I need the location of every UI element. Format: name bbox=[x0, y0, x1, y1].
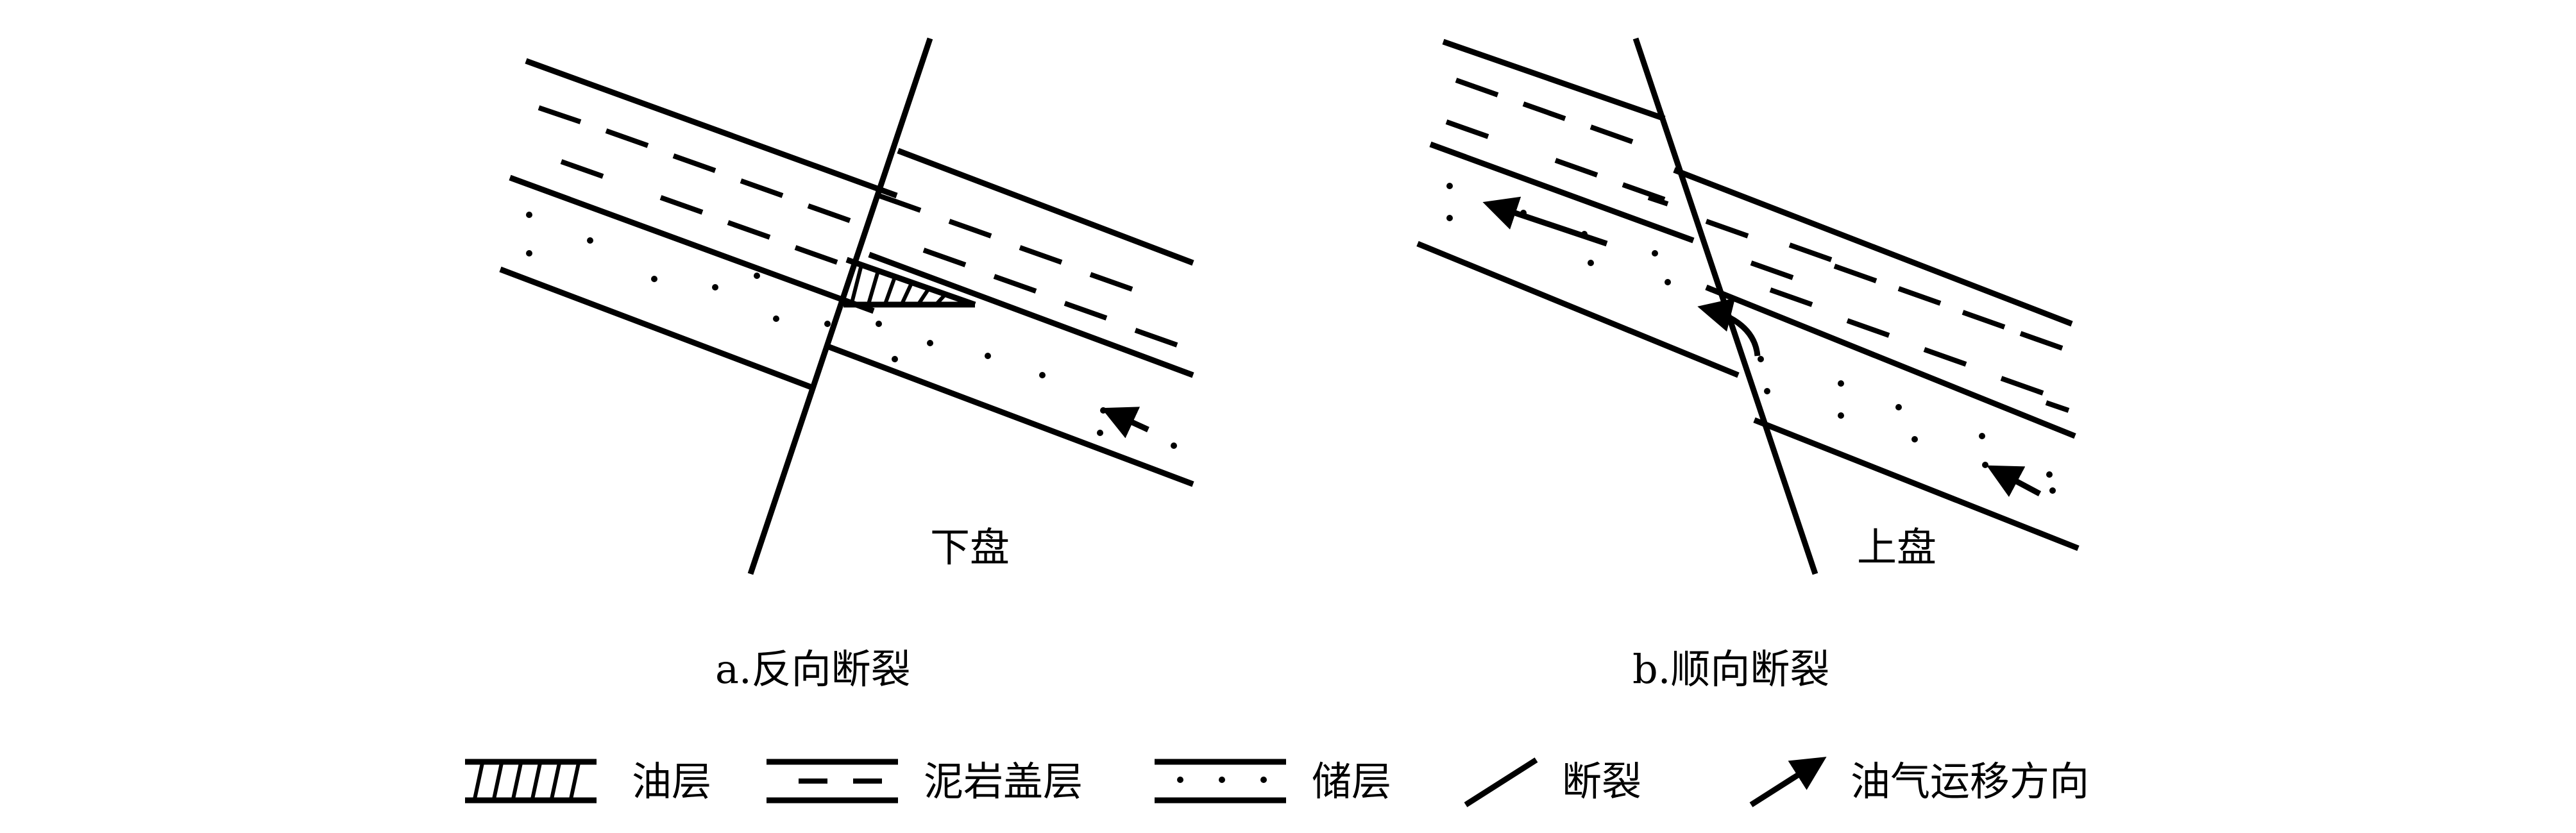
legend-migration-icon bbox=[1749, 757, 1827, 807]
a-reservoir-dots-left bbox=[526, 212, 831, 327]
legend-oil-layer-icon bbox=[465, 759, 597, 804]
legend-reservoir-label: 储层 bbox=[1312, 758, 1391, 805]
panel-b: 上盘 b.顺向断裂 bbox=[1416, 37, 2080, 693]
b-right-top-boundary bbox=[1673, 167, 2073, 327]
a-right-bottom-boundary bbox=[826, 343, 1194, 487]
legend-mudstone-label: 泥岩盖层 bbox=[924, 758, 1083, 805]
b-migration-arrow-right bbox=[1987, 465, 2042, 497]
b-left-mid-boundary bbox=[1429, 141, 1695, 244]
a-reservoir-dots-right bbox=[876, 321, 1177, 449]
legend-migration-label: 油气运移方向 bbox=[1851, 758, 2089, 805]
a-left-mid-boundary bbox=[509, 174, 875, 314]
b-right-bottom-boundary bbox=[1753, 417, 2080, 551]
b-left-bottom-boundary bbox=[1416, 240, 1740, 378]
a-left-bottom-boundary bbox=[499, 266, 815, 391]
a-migration-arrow bbox=[1101, 407, 1149, 439]
b-block-label: 上盘 bbox=[1857, 524, 1936, 571]
a-fault-line bbox=[747, 37, 933, 575]
oil-layer-hatch bbox=[843, 257, 976, 308]
a-left-top-boundary bbox=[525, 58, 898, 199]
a-right-mid-boundary bbox=[868, 251, 1194, 378]
a-block-label: 下盘 bbox=[930, 524, 1010, 571]
legend-reservoir-icon bbox=[1155, 759, 1286, 804]
a-caption: a.反向断裂 bbox=[715, 646, 911, 693]
b-mudstone-dashes-right bbox=[1705, 219, 2070, 413]
b-fault-line bbox=[1632, 37, 1818, 575]
panel-a: 下盘 a.反向断裂 bbox=[499, 37, 1194, 693]
b-left-top-boundary bbox=[1442, 38, 1666, 122]
legend-fault-icon bbox=[1464, 757, 1538, 807]
a-mudstone-dashes-right bbox=[877, 193, 1178, 348]
b-migration-arrow-left bbox=[1482, 196, 1608, 247]
b-caption: b.顺向断裂 bbox=[1632, 646, 1829, 693]
b-right-mid-boundary bbox=[1705, 284, 2076, 439]
legend-oil-layer-label: 油层 bbox=[632, 758, 711, 805]
b-reservoir-dots-right bbox=[1758, 356, 2056, 494]
legend: 油层 泥岩盖层 储层 断裂 油气运移方向 bbox=[465, 757, 2089, 807]
a-right-top-boundary bbox=[897, 147, 1194, 266]
a-mudstone-dashes-left bbox=[538, 105, 851, 265]
b-migration-arrow-curved bbox=[1697, 298, 1761, 357]
b-mudstone-dashes-left bbox=[1445, 78, 1669, 206]
legend-mudstone-icon bbox=[767, 759, 898, 804]
legend-fault-label: 断裂 bbox=[1562, 758, 1641, 805]
